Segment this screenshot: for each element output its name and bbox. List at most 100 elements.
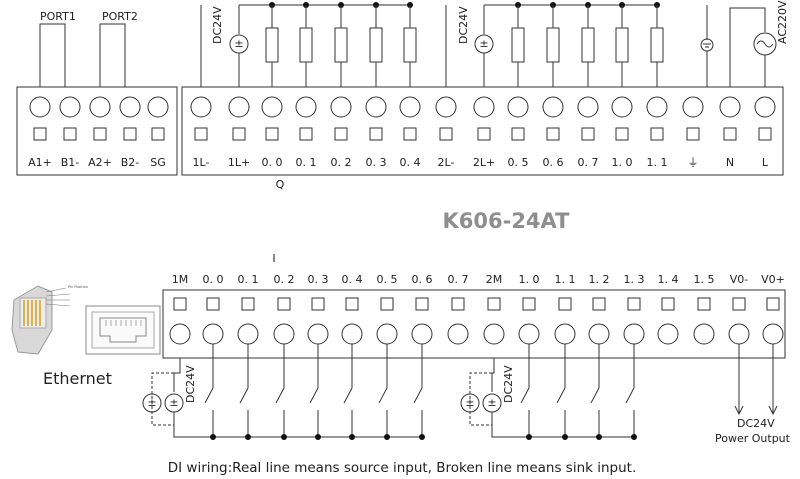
output-slot-6	[403, 127, 417, 141]
output-slot-3	[299, 127, 313, 141]
input-terminal-label: 0. 5	[377, 273, 398, 286]
output-terminal-label: 2L+	[473, 156, 495, 169]
input-screw-10	[518, 323, 540, 345]
output-terminal-label: 1. 0	[612, 156, 633, 169]
ac220v-label: AC220V	[776, 0, 789, 44]
output-screw-3	[295, 96, 317, 118]
switch-contact-icon	[204, 387, 214, 404]
input-screw-7	[411, 323, 433, 345]
output-slot-13	[650, 127, 664, 141]
input-slot-3	[277, 297, 291, 311]
output-terminal-block	[181, 86, 784, 176]
junction-dot	[210, 434, 216, 440]
switch-contact-icon	[590, 387, 600, 404]
input-slot-15	[697, 297, 711, 311]
switch-contact-icon	[556, 387, 566, 404]
junction-dot	[526, 434, 532, 440]
junction-dot	[349, 434, 355, 440]
output-screw-15	[719, 96, 741, 118]
output-screw-6	[399, 96, 421, 118]
dc-source-polarity: ±	[234, 37, 243, 50]
output-slot-11	[581, 127, 595, 141]
ethernet-port-icon	[85, 305, 161, 355]
input-terminal-label: 1. 5	[694, 273, 715, 286]
input-screw-8	[447, 323, 469, 345]
input-slot-12	[592, 297, 606, 311]
output-terminal-label: 0. 2	[331, 156, 352, 169]
output-terminal-label: 0. 7	[578, 156, 599, 169]
input-slot-0	[173, 297, 187, 311]
port1-wires	[39, 23, 66, 87]
dc24v-label-out2: DC24V	[457, 6, 470, 44]
input-terminal-block	[162, 289, 786, 359]
output-slot-4	[334, 127, 348, 141]
input-slot-7	[415, 297, 429, 311]
port2-wires	[99, 23, 126, 87]
output-slot-5	[369, 127, 383, 141]
output-terminal-label: 1. 1	[647, 156, 668, 169]
input-screw-11	[554, 323, 576, 345]
wiring-note: DI wiring:Real line means source input, …	[168, 460, 637, 476]
load-resistor-icon	[265, 27, 279, 63]
input-terminal-label: V0-	[730, 273, 749, 286]
dc-source-polarity: ±	[169, 396, 178, 409]
input-slot-9	[487, 297, 501, 311]
dc-source-polarity: ±	[487, 396, 496, 409]
comm-slot-1	[63, 127, 77, 141]
input-screw-15	[693, 323, 715, 345]
comm-terminal-label: A1+	[28, 156, 52, 169]
input-terminal-label: 0. 0	[203, 273, 224, 286]
input-slot-10	[522, 297, 536, 311]
junction-dot	[315, 434, 321, 440]
input-terminal-label: 0. 2	[274, 273, 295, 286]
input-terminal-label: V0+	[761, 273, 785, 286]
output-slot-0	[194, 127, 208, 141]
output-slot-8	[477, 127, 491, 141]
output-screw-8	[473, 96, 495, 118]
switch-contact-icon	[378, 387, 388, 404]
input-group-label: I	[272, 252, 275, 265]
ground-terminal-label: ⏚	[688, 156, 699, 169]
input-slot-6	[380, 297, 394, 311]
static-structure	[16, 23, 786, 359]
comm-screw-4	[147, 96, 169, 118]
output-screw-13	[646, 96, 668, 118]
junction-dot	[562, 434, 568, 440]
switch-contact-icon	[309, 387, 319, 404]
output-terminal-label: 0. 1	[296, 156, 317, 169]
input-slot-11	[558, 297, 572, 311]
load-resistor-icon	[299, 27, 313, 63]
rj45-pin-text: Pin Position	[68, 285, 88, 289]
input-screw-16	[728, 323, 750, 345]
input-terminal-label: 0. 7	[448, 273, 469, 286]
output-screw-5	[365, 96, 387, 118]
input-bus-bottom	[173, 412, 422, 438]
output-screw-10	[542, 96, 564, 118]
sink-dashed-wire	[469, 372, 492, 426]
load-resistor-icon	[369, 27, 383, 63]
output-terminal-label: 0. 3	[366, 156, 387, 169]
load-resistor-icon	[650, 27, 664, 63]
input-terminal-label: 1. 0	[519, 273, 540, 286]
input-terminal-label: 0. 3	[308, 273, 329, 286]
sink-dashed-wire	[151, 372, 174, 426]
load-resistor-icon	[511, 27, 525, 63]
input-screw-2	[237, 323, 259, 345]
input-terminal-label: 2M	[486, 273, 503, 286]
arrow-icon	[734, 405, 744, 416]
rj45-plug-illustration: Pin Position	[11, 285, 88, 355]
output-terminal-label: N	[726, 156, 734, 169]
output-slot-10	[546, 127, 560, 141]
comm-slot-4	[151, 127, 165, 141]
input-screw-12	[588, 323, 610, 345]
ground-icon	[700, 38, 714, 52]
output-terminal-label: 1L-	[193, 156, 210, 169]
output-slot-2	[265, 127, 279, 141]
common-wire	[491, 358, 495, 392]
dc24v-label-in2: DC24V	[502, 365, 515, 403]
port1-label: PORT1	[40, 10, 76, 23]
output-slot-15	[723, 127, 737, 141]
input-screw-13	[623, 323, 645, 345]
load-resistor-icon	[546, 27, 560, 63]
